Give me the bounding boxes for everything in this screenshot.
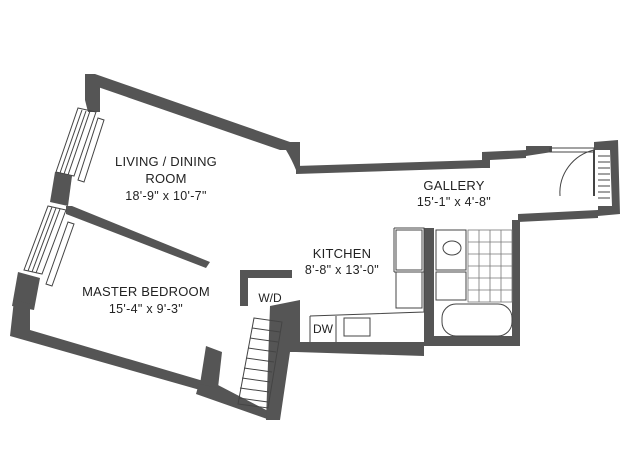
- living-room-name-line2: ROOM: [145, 171, 186, 186]
- bedroom-name: MASTER BEDROOM: [82, 284, 210, 299]
- gallery-name: GALLERY: [423, 178, 484, 193]
- exterior-walls: [10, 74, 620, 420]
- washer-dryer-label: W/D: [258, 291, 282, 305]
- living-room-name-line1: LIVING / DINING: [115, 154, 217, 169]
- living-room-dimensions: 18'-9" x 10'-7": [125, 189, 206, 203]
- windows: [23, 107, 105, 287]
- bath-tile-grid: [467, 229, 513, 303]
- kitchen-dimensions: 8'-8" x 13'-0": [305, 263, 379, 277]
- gallery-dimensions: 15'-1" x 4'-8": [417, 195, 491, 209]
- entry-closet-shelving: [598, 155, 610, 199]
- kitchen-name: KITCHEN: [313, 246, 371, 261]
- dishwasher-label: DW: [313, 322, 334, 336]
- closet-shelving: [237, 317, 283, 409]
- interior-lines: [309, 147, 595, 342]
- bedroom-dimensions: 15'-4" x 9'-3": [109, 302, 183, 316]
